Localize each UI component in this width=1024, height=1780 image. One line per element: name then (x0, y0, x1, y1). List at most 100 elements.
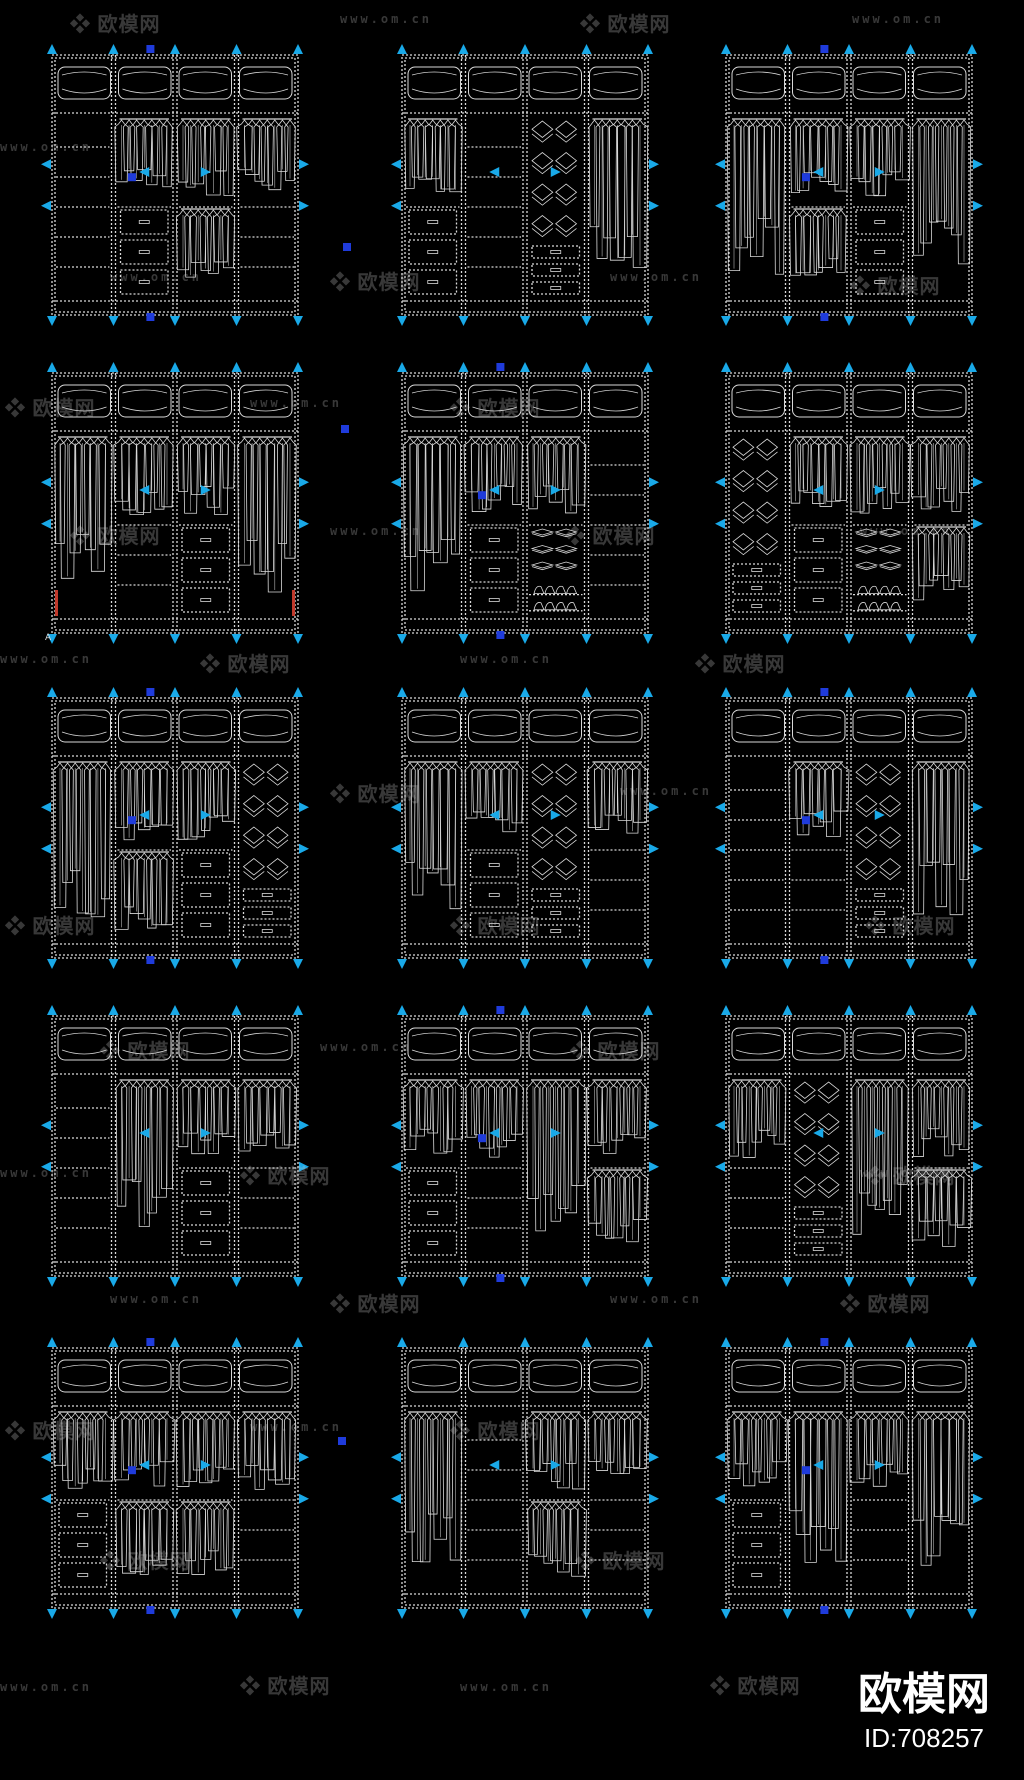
stretch-marker (782, 316, 793, 326)
garment-hanger (404, 762, 416, 863)
storage-bin (913, 1027, 967, 1061)
garment-hanger (534, 1080, 547, 1232)
storage-bin (57, 1359, 111, 1393)
garment-hanger (145, 437, 159, 494)
drawer-handle (874, 893, 886, 897)
stretch-marker (973, 1493, 983, 1504)
stretch-marker (905, 687, 916, 697)
stretch-marker (41, 1452, 51, 1463)
drawer-handle (200, 1241, 212, 1245)
stretch-marker (200, 167, 211, 177)
stretch-marker (973, 843, 983, 854)
drawer-handle (874, 250, 886, 254)
stretch-marker (715, 843, 725, 854)
stretch-marker (397, 362, 407, 372)
stretch-marker (581, 1277, 592, 1287)
folded-item (266, 763, 289, 781)
grip-point (820, 688, 829, 696)
stretch-marker (520, 1337, 530, 1347)
folded-item (878, 528, 902, 536)
stretch-marker (967, 44, 977, 54)
garment-hanger (128, 1502, 145, 1573)
stretch-marker (581, 362, 592, 372)
grip-point (146, 313, 155, 321)
stretch-marker (458, 44, 469, 54)
garment-hanger (448, 762, 463, 910)
stretch-marker (458, 1277, 469, 1287)
stretch-marker (170, 1609, 180, 1619)
garment-hanger (851, 1080, 863, 1235)
garment-hanger (418, 1080, 432, 1130)
stretch-marker (813, 810, 824, 820)
stretch-marker (905, 1005, 916, 1015)
storage-bin (407, 1027, 461, 1061)
shoe (544, 585, 556, 595)
garment-hanger (734, 119, 749, 249)
stretch-marker (47, 362, 57, 372)
folded-item (879, 826, 902, 844)
garment-hanger (881, 1080, 893, 1201)
stretch-marker (41, 477, 51, 488)
stretch-marker (231, 634, 242, 644)
garment-hanger (153, 437, 166, 510)
stretch-marker (550, 167, 561, 177)
stretch-marker (874, 1460, 885, 1470)
grip-point (801, 816, 810, 825)
stretch-marker (293, 316, 303, 326)
garment-hanger (881, 437, 893, 509)
stretch-marker (782, 634, 793, 644)
garment-hanger (130, 1412, 143, 1470)
stretch-marker (782, 1277, 793, 1287)
folded-item (855, 794, 878, 813)
drawer-handle (200, 863, 212, 867)
grip-point (496, 1274, 505, 1282)
stretch-marker (715, 477, 725, 488)
garment-hanger (894, 437, 911, 503)
stretch-marker (905, 634, 916, 644)
storage-bin (239, 1027, 293, 1061)
drawer-handle (812, 1229, 824, 1233)
garment-hanger (958, 762, 970, 880)
drawer-handle (751, 604, 763, 608)
wardrobe-elevation (391, 1005, 659, 1287)
stretch-marker (967, 1005, 977, 1015)
grip-point (127, 1466, 136, 1475)
stretch-marker (715, 1493, 725, 1504)
folded-item (266, 857, 289, 876)
stretch-marker (397, 959, 407, 969)
stretch-marker (397, 44, 407, 54)
drawer-handle (261, 893, 273, 897)
folded-item (554, 528, 578, 536)
stretch-marker (231, 44, 242, 54)
grip-point (127, 173, 136, 182)
stretch-marker (715, 1161, 725, 1172)
grip-point (820, 313, 829, 321)
garment-hanger (880, 1412, 894, 1465)
stretch-marker (782, 1005, 793, 1015)
garment-hanger (935, 437, 948, 489)
stretch-marker (550, 1460, 561, 1470)
stretch-marker (967, 316, 977, 326)
garment-hanger (603, 762, 616, 816)
storage-bin (731, 1359, 785, 1393)
drawer-handle (751, 1573, 763, 1577)
stretch-marker (139, 1128, 150, 1138)
stray-label: A (45, 633, 52, 643)
grip-point (496, 631, 505, 639)
folded-item (879, 794, 902, 813)
stretch-marker (299, 200, 309, 211)
stretch-marker (293, 362, 303, 372)
drawer-handle (427, 250, 439, 254)
stretch-marker (715, 1452, 725, 1463)
shoe (566, 585, 578, 595)
folded-item (530, 561, 555, 569)
stretch-marker (844, 959, 854, 969)
drawer-handle (550, 268, 562, 272)
garment-hanger (766, 1080, 778, 1136)
stretch-marker (139, 1460, 150, 1470)
stretch-marker (649, 1493, 659, 1504)
drawer-handle (550, 286, 562, 290)
storage-bin (852, 384, 906, 418)
garment-hanger (526, 1080, 540, 1199)
grip-point (820, 1338, 829, 1346)
